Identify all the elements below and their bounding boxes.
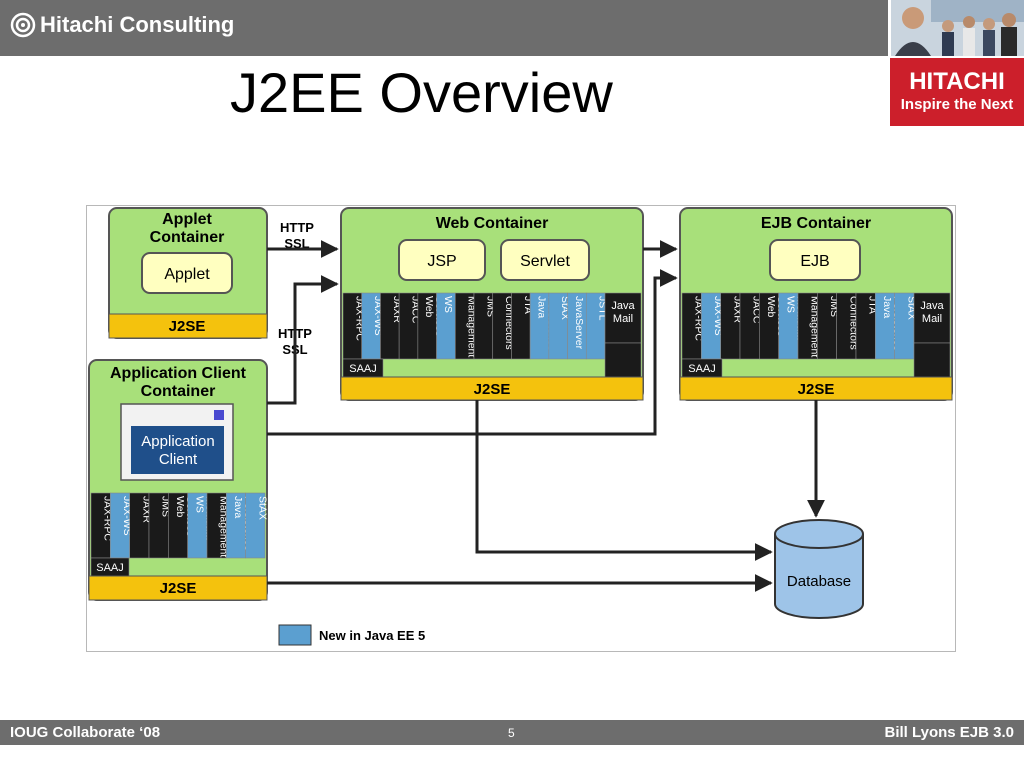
servlet-label: Servlet xyxy=(520,253,570,270)
ejb-j2se: J2SE xyxy=(798,381,835,398)
app-client-container-title: Application Client xyxy=(110,365,247,382)
ejb-javamail-line-2: Mail xyxy=(922,313,942,325)
applet-label: Applet xyxy=(164,266,210,283)
app-client-label: Application xyxy=(141,433,214,450)
people-photo xyxy=(891,0,1024,56)
database-label: Database xyxy=(787,573,851,590)
web-api-ws-metadata-line-1: WS xyxy=(442,296,454,313)
brand-name: Hitachi Consulting xyxy=(40,12,235,37)
ssl-label-top: SSL xyxy=(284,236,309,251)
ejb-api-stack: JAX-RPCJAX-WSJAXRJACCWebServicesWSMetada… xyxy=(681,292,951,394)
ejb-jaf-cell xyxy=(913,342,951,378)
legend: New in Java EE 5 xyxy=(278,624,425,646)
jsp-label: JSP xyxy=(427,253,456,270)
web-jaf-cell xyxy=(604,342,642,378)
applet-component xyxy=(141,252,233,294)
page-title: J2EE Overview xyxy=(230,61,613,124)
web-container-title: Web Container xyxy=(436,215,549,232)
ejb-saaj: SAAJ xyxy=(688,363,716,375)
web-j2se: J2SE xyxy=(474,381,511,398)
applet-container-title-2: Container xyxy=(150,229,225,246)
client-j2se: J2SE xyxy=(160,580,197,597)
logo-tagline: Inspire the Next xyxy=(900,96,1014,113)
slide-number: 5 xyxy=(508,726,515,740)
web-javamail-line-1: Java xyxy=(611,300,635,312)
web-javamail-cell xyxy=(604,292,642,344)
applet-j2se: J2SE xyxy=(169,318,206,335)
client-api-stax-cell xyxy=(245,492,266,559)
client-api-stax: StAX xyxy=(256,496,268,520)
connection-arrows xyxy=(267,240,825,592)
j2ee-architecture-diagram: Applet Container Applet J2SE HTTP SSL HT… xyxy=(86,205,956,652)
ejb-component xyxy=(769,239,861,281)
legend-label: New in Java EE 5 xyxy=(319,628,425,643)
footer-event: IOUG Collaborate ‘08 xyxy=(10,724,161,741)
header-bar: Hitachi Consulting xyxy=(0,0,888,56)
app-client-container-title-2: Container xyxy=(141,383,216,400)
web-api-java-persistence-line-1: Java xyxy=(536,296,548,318)
client-api-stack: JAX-RPCJAX-WSJAXRJMSWebServicesWSMetadat… xyxy=(90,492,268,577)
ejb-api-ws-metadata-line-1: WS xyxy=(784,296,796,313)
client-api-web-services-line-1: Web xyxy=(174,496,186,518)
ejb-api-web-services-line-1: Web xyxy=(765,296,777,318)
web-saaj: SAAJ xyxy=(349,363,377,375)
web-javamail-line-2: Mail xyxy=(613,313,633,325)
brand: Hitachi Consulting xyxy=(10,12,234,38)
client-api-java-persistence-line-1: Java xyxy=(232,496,244,518)
ejb-javamail-line-1: Java xyxy=(920,300,944,312)
hitachi-logo: HITACHI Inspire the Next xyxy=(890,58,1024,126)
ejb-api-java-persistence-line-1: Java xyxy=(881,296,893,318)
app-client-label-2: Client xyxy=(159,451,198,468)
ejb-label: EJB xyxy=(800,253,829,270)
client-api-ws-metadata-line-1: WS xyxy=(193,496,205,513)
database: Database xyxy=(774,519,864,619)
client-saaj: SAAJ xyxy=(96,562,124,574)
app-client-container: Application Client Container Application… xyxy=(88,359,268,601)
footer-author: Bill Lyons EJB 3.0 xyxy=(884,724,1015,741)
applet-container: Applet Container Applet J2SE xyxy=(108,207,268,339)
hitachi-consulting-logo-icon xyxy=(10,12,36,38)
jsp-component xyxy=(398,239,486,281)
servlet-component xyxy=(500,239,590,281)
web-api-web-services-line-1: Web xyxy=(423,296,435,318)
web-api-connectors: Connectors xyxy=(503,296,515,350)
legend-swatch xyxy=(278,624,312,646)
ejb-container-title: EJB Container xyxy=(761,215,871,232)
web-api-javaserver-faces-line-1: JavaServer xyxy=(573,296,585,350)
logo-word: HITACHI xyxy=(909,68,1005,95)
applet-container-title: Applet xyxy=(162,211,212,228)
footer-bar: IOUG Collaborate ‘08 5 Bill Lyons EJB 3.… xyxy=(0,720,1024,745)
http-label-top: HTTP xyxy=(280,220,314,235)
